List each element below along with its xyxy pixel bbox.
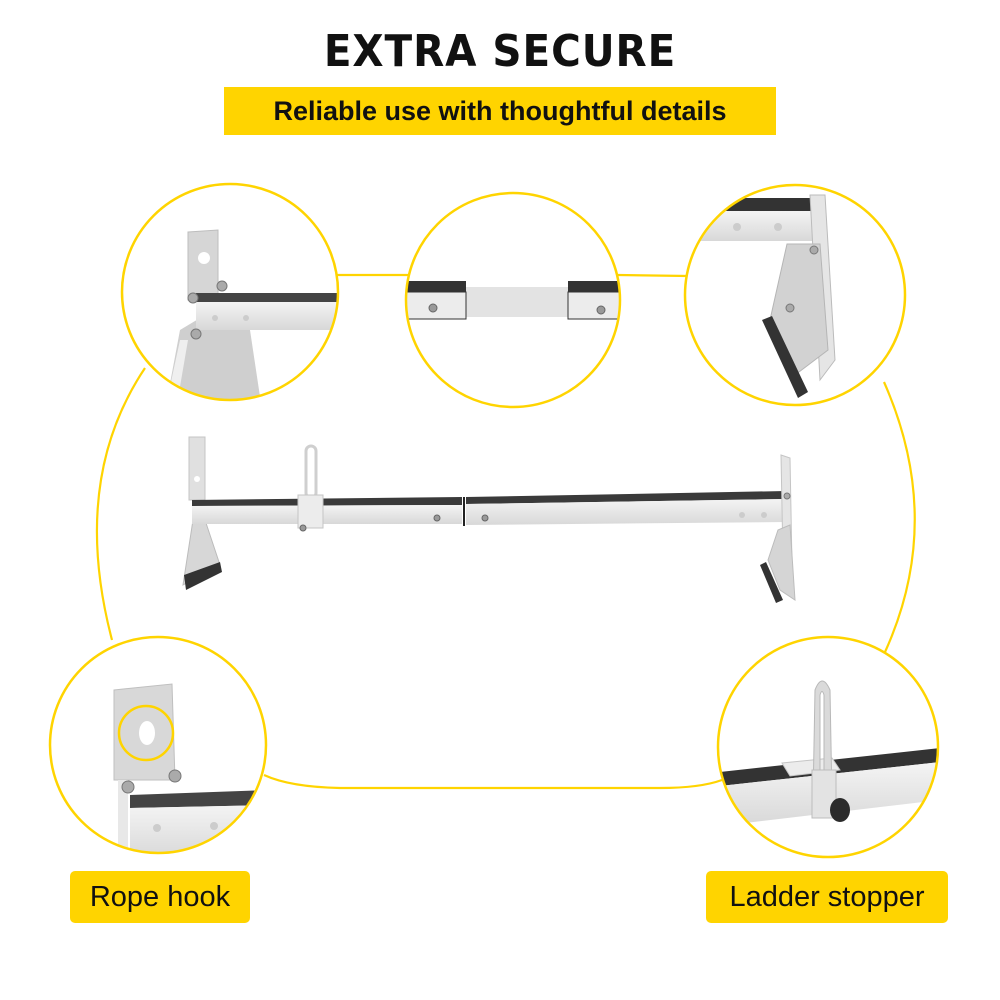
rope-hook-highlight-ring xyxy=(117,704,175,762)
detail-circle-foot-bracket xyxy=(683,183,907,407)
detail-circle-ladder-stopper xyxy=(716,635,940,859)
subtitle-banner: Reliable use with thoughtful details xyxy=(224,87,776,135)
detail-circle-rope-hook xyxy=(48,635,268,855)
page-title: EXTRA SECURE xyxy=(323,26,677,77)
connector-lines xyxy=(95,273,916,790)
ladder-rack-main-image xyxy=(182,436,796,603)
rope-hook-label: Rope hook xyxy=(70,871,250,923)
ladder-stopper-label: Ladder stopper xyxy=(706,871,948,923)
detail-circle-crossbar-joint xyxy=(404,191,622,409)
detail-circle-end-bracket xyxy=(120,182,340,402)
subtitle-text: Reliable use with thoughtful details xyxy=(273,95,727,126)
